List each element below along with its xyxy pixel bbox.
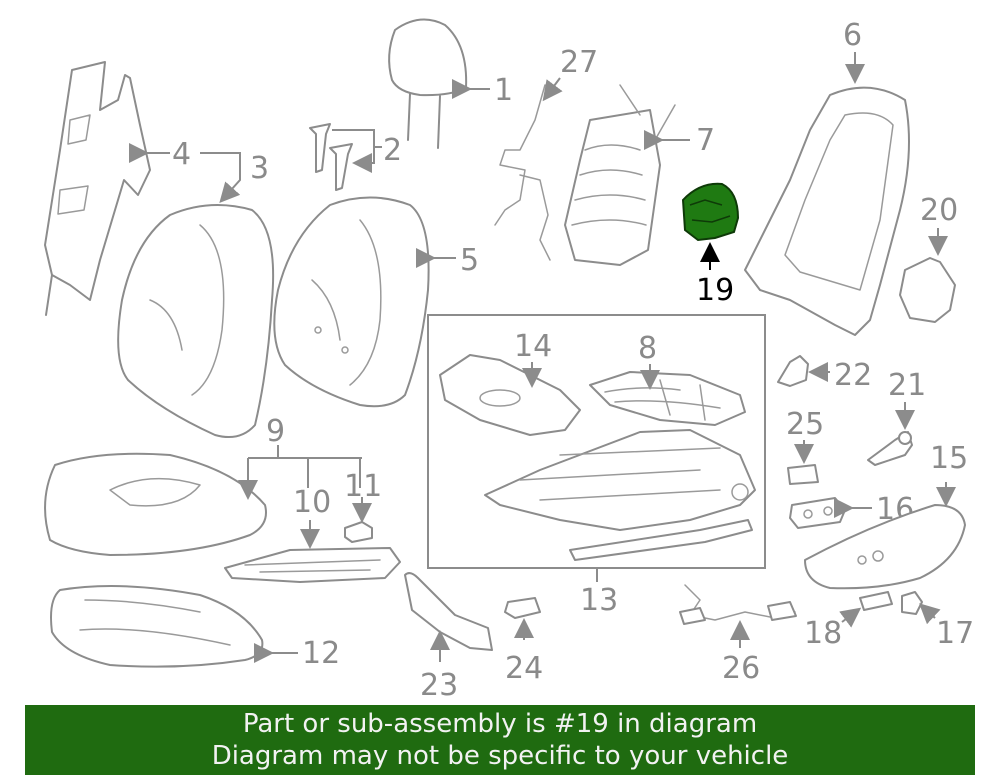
seatback-harness-part xyxy=(494,77,563,261)
seatback-cover-part xyxy=(117,152,275,438)
bracket-part-20 xyxy=(899,228,956,323)
side-shield-part-23 xyxy=(404,572,493,662)
seatback-pad-part xyxy=(273,196,456,408)
callout-20: 20 xyxy=(920,193,958,228)
callout-12: 12 xyxy=(302,636,340,671)
seat-adjuster-track xyxy=(484,429,756,561)
seat-harness-part-26 xyxy=(679,584,797,648)
seat-adjuster-group-box xyxy=(427,314,766,582)
parts-diagram: 1 2 4 3 5 27 xyxy=(44,18,974,703)
seatback-frame-part xyxy=(744,52,910,336)
seat-cushion-part-9 xyxy=(44,445,362,556)
highlighted-part-19 xyxy=(681,182,740,270)
callout-3: 3 xyxy=(250,151,269,186)
callout-8: 8 xyxy=(638,331,657,366)
seat-cushion-pad-part-12 xyxy=(50,585,298,668)
callout-22: 22 xyxy=(834,358,872,393)
callout-27: 27 xyxy=(560,45,598,80)
callout-2: 2 xyxy=(383,133,402,168)
callout-23: 23 xyxy=(420,668,458,703)
callout-5: 5 xyxy=(460,243,479,278)
seatback-board-part xyxy=(44,61,170,316)
seatback-spring-part xyxy=(564,84,690,266)
callout-1: 1 xyxy=(494,73,513,108)
cover-part-24 xyxy=(504,597,541,640)
callout-13: 13 xyxy=(580,583,618,618)
callout-4: 4 xyxy=(172,137,191,172)
callout-21: 21 xyxy=(888,368,926,403)
lever-part-21 xyxy=(867,402,915,466)
clip-part-11 xyxy=(344,497,373,543)
knob-part-18 xyxy=(839,591,893,628)
seat-heater-part-10 xyxy=(224,520,401,583)
callout-18: 18 xyxy=(804,616,842,651)
callout-11: 11 xyxy=(344,469,382,504)
pad-part-25 xyxy=(787,440,819,485)
switch-part-16 xyxy=(789,497,872,529)
callout-7: 7 xyxy=(696,123,715,158)
callout-25: 25 xyxy=(786,407,824,442)
headrest-guide-part xyxy=(309,123,382,191)
knob-part-17 xyxy=(901,591,941,625)
seat-spring-part-8 xyxy=(589,364,746,426)
callout-9: 9 xyxy=(266,414,285,449)
headrest-part xyxy=(388,18,490,149)
callout-24: 24 xyxy=(505,651,543,686)
callout-26: 26 xyxy=(722,651,760,686)
callout-10: 10 xyxy=(293,485,331,520)
seat-pan-part-14 xyxy=(439,354,581,436)
callout-15: 15 xyxy=(930,441,968,476)
connector-part-22 xyxy=(777,355,830,387)
side-cover-part-15 xyxy=(804,482,966,590)
callout-17: 17 xyxy=(936,616,974,651)
banner-line-2: Diagram may not be specific to your vehi… xyxy=(211,741,789,771)
callout-19: 19 xyxy=(696,273,734,308)
callout-6: 6 xyxy=(843,18,862,53)
info-banner: Part or sub-assembly is #19 in diagram D… xyxy=(25,705,975,775)
banner-line-1: Part or sub-assembly is #19 in diagram xyxy=(242,709,758,739)
callout-14: 14 xyxy=(514,329,552,364)
